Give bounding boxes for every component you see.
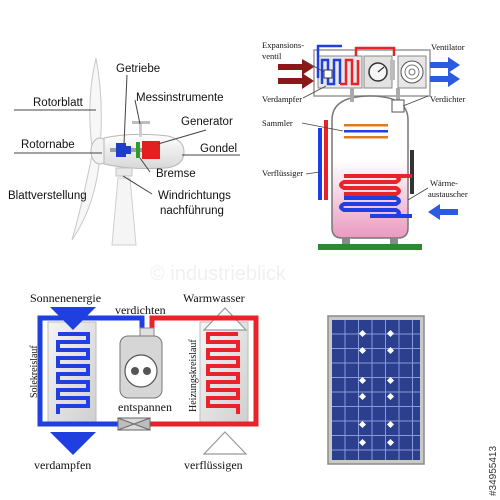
tank-side-bar <box>410 150 414 194</box>
label-generator: Generator <box>181 116 233 128</box>
condenser-pipe-red <box>324 120 328 200</box>
collector-bar-3 <box>344 136 388 139</box>
leader-compressor <box>402 95 429 107</box>
solar-panel-diagram <box>327 315 425 465</box>
air-exhaust-arrow-1 <box>430 57 460 73</box>
label-pitch: Blattverstellung <box>8 190 87 202</box>
label-brine-loop: Solekreislauf <box>29 345 40 398</box>
condenser-pipe-blue <box>318 128 322 200</box>
generator-block <box>142 141 160 159</box>
rotor-blade-bottom <box>71 154 101 241</box>
cycle-line-hot-top <box>149 315 259 414</box>
label-fan: Ventilator <box>431 42 465 52</box>
rotor-blade-top <box>89 57 102 148</box>
label-collector: Sammler <box>262 118 293 128</box>
heating-serpentine <box>206 332 240 414</box>
turbine-tower <box>111 177 137 246</box>
air-exhaust-arrow-2 <box>430 71 460 87</box>
label-expansion-line2: ventil <box>262 51 282 61</box>
compressor-rotor <box>124 354 158 388</box>
storage-heat-pump-diagram: Expansions- ventil Ventilator Verdampfer… <box>262 40 468 250</box>
refrigerant-line-cold-top <box>316 44 342 78</box>
yaw-bearing <box>115 167 133 177</box>
cold-inlet-arrow <box>428 204 458 220</box>
expansion-valve <box>323 69 333 79</box>
refrigerant-line-hot-top <box>354 46 396 56</box>
evaporator-coil-cold <box>320 58 342 86</box>
label-heating-loop: Heizungskreislauf <box>188 339 199 412</box>
label-evaporator: Verdampfer <box>262 94 302 104</box>
tank-foot-left <box>342 238 350 244</box>
leader-evaporator <box>302 85 327 99</box>
label-gearbox: Getriebe <box>116 63 160 75</box>
wind-turbine-diagram: Getriebe Rotorblatt Messinstrumente Gene… <box>8 57 240 246</box>
label-hot-water: Warmwasser <box>183 291 245 305</box>
leader-collector <box>301 122 344 132</box>
label-evaporate: verdampfen <box>34 458 91 472</box>
ground-base <box>318 244 422 250</box>
label-condense: verflüssigen <box>184 458 243 472</box>
brine-serpentine <box>56 332 90 414</box>
compressor-unit <box>391 99 405 113</box>
leader-brake <box>139 157 151 173</box>
label-condenser: Verflüssiger <box>262 168 303 178</box>
leader-gearbox <box>123 74 128 145</box>
collector-bar-2 <box>344 130 388 133</box>
heat-coil-hot <box>339 174 401 196</box>
heat-pump-cycle-diagram: Sonnenenergie verdichten Warmwasser Sole… <box>29 291 259 472</box>
label-yaw-line1: Windrichtungs <box>158 190 231 202</box>
label-compressor: Verdichter <box>430 94 466 104</box>
leader-exchanger <box>407 187 429 201</box>
brake-disc <box>136 142 140 158</box>
stock-id: #34955413 <box>488 446 499 496</box>
label-brake: Bremse <box>156 168 196 180</box>
heat-exchanger-coil <box>339 196 401 218</box>
label-nacelle: Gondel <box>200 143 237 155</box>
solar-panel-connectors <box>358 329 395 447</box>
collector-bar-1 <box>344 124 388 127</box>
label-compress: verdichten <box>115 303 166 317</box>
label-rotor-hub: Rotornabe <box>21 139 75 151</box>
label-solar-energy: Sonnenenergie <box>30 291 101 305</box>
instrument-mast <box>139 124 142 137</box>
evaporator-coil-hot <box>340 58 360 86</box>
watermark-text: © industrieblick <box>150 263 287 285</box>
air-intake-arrow-2 <box>278 73 314 89</box>
leader-expansion-valve <box>302 59 325 73</box>
tank-foot-right <box>390 238 398 244</box>
leader-yaw <box>122 175 153 195</box>
air-intake-arrow-1 <box>278 59 314 75</box>
label-exchanger-line2: austauscher <box>428 189 468 199</box>
leader-generator <box>157 129 207 145</box>
label-instruments: Messinstrumente <box>136 92 224 104</box>
evaporate-output-arrow <box>50 432 96 455</box>
fan-rotor <box>400 60 424 84</box>
label-expansion-line1: Expansions- <box>262 40 304 50</box>
label-expand: entspannen <box>118 400 172 414</box>
label-rotor-blade: Rotorblatt <box>33 97 84 109</box>
leader-instruments <box>134 99 141 125</box>
cycle-line-cold-bottom <box>37 414 118 427</box>
condense-input-arrow <box>202 431 248 455</box>
cycle-line-cold-top <box>37 315 145 414</box>
leader-condenser <box>305 171 321 175</box>
cycle-line-hot-bottom <box>150 414 259 427</box>
gearbox-block <box>116 143 126 157</box>
label-exchanger-line1: Wärme- <box>430 178 458 188</box>
label-yaw-line2: nachführung <box>160 205 224 217</box>
anemometer <box>132 121 150 124</box>
solar-panel-cells <box>332 320 420 460</box>
gearbox-flange <box>126 146 131 154</box>
